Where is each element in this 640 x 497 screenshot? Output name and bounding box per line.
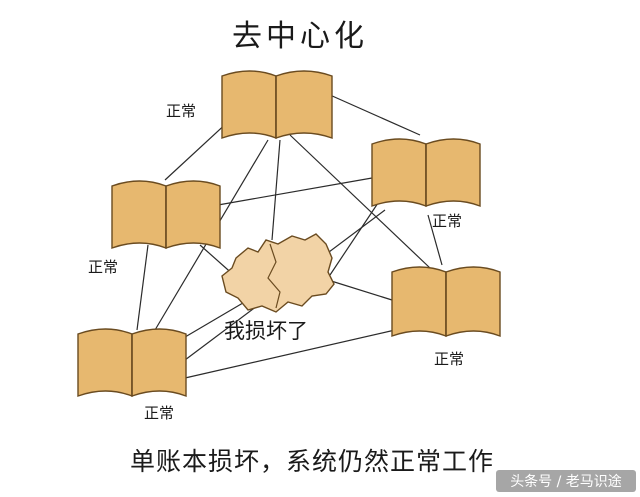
- link-rightupper-broken: [329, 199, 381, 276]
- book-right-lower-left-page: [391, 266, 447, 338]
- link-top-left: [164, 119, 231, 181]
- status-label-right-lower: 正常: [434, 350, 464, 368]
- link-rightupper-rightlower: [427, 214, 443, 266]
- status-label-bottom-left: 正常: [144, 404, 174, 422]
- link-rightlower-bottomleft: [184, 329, 396, 379]
- caption: 单账本损坏，系统仍然正常工作: [130, 447, 494, 476]
- book-bottom-left: [77, 328, 187, 398]
- book-top-right-page: [275, 70, 333, 139]
- link-left-bottomleft: [136, 244, 149, 331]
- book-bottom-left-right-page: [131, 328, 187, 398]
- book-right-upper-right-page: [425, 138, 481, 208]
- status-label-right-upper: 正常: [432, 212, 462, 230]
- link-top-rightlower: [289, 134, 431, 269]
- broken-ledger: [221, 233, 335, 313]
- book-top: [221, 70, 333, 140]
- watermark: 头条号 / 老马识途: [496, 470, 636, 492]
- book-right-lower-right-page: [445, 266, 501, 338]
- link-left-rightupper: [217, 177, 373, 206]
- link-top-rightupper: [329, 94, 421, 136]
- book-bottom-left-left-page: [77, 328, 133, 398]
- connection-lines: [136, 94, 443, 379]
- watermark-text: 头条号 / 老马识途: [510, 473, 622, 490]
- broken-node-label: 我损坏了: [224, 319, 308, 343]
- book-left: [111, 180, 221, 250]
- status-label-top: 正常: [166, 102, 196, 120]
- diagram-title: 去中心化: [232, 19, 368, 54]
- book-left-left-page: [111, 180, 167, 250]
- link-rightlower-broken: [327, 279, 393, 301]
- link-bottomleft-broken: [179, 299, 249, 341]
- broken-ledger-shape: [221, 233, 335, 313]
- link-top-broken: [271, 139, 281, 241]
- book-left-right-page: [165, 180, 221, 250]
- watermark-background: [496, 470, 636, 492]
- status-label-left: 正常: [88, 258, 118, 276]
- book-right-lower: [391, 266, 501, 338]
- book-right-upper-left-page: [371, 138, 427, 208]
- book-top-left-page: [221, 70, 277, 140]
- broken-ledger-crack: [267, 243, 281, 309]
- book-right-upper: [371, 138, 481, 208]
